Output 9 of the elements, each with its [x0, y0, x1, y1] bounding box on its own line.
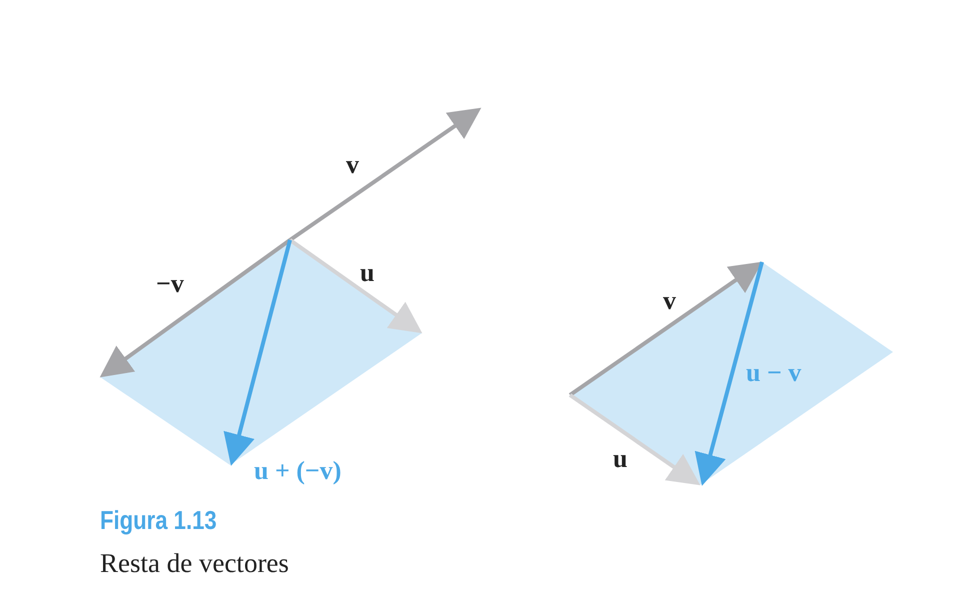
vector-label: u + (−v): [254, 458, 342, 484]
vector-label: −v: [156, 271, 184, 297]
vector-label: v: [663, 288, 676, 314]
vector-label: u: [613, 446, 628, 472]
figure-caption: Resta de vectores: [100, 548, 289, 579]
vector-label: u: [360, 260, 374, 286]
vector-label: v: [346, 152, 359, 178]
figure-number: Figura 1.13: [100, 505, 217, 536]
vector-label: u − v: [746, 360, 802, 386]
